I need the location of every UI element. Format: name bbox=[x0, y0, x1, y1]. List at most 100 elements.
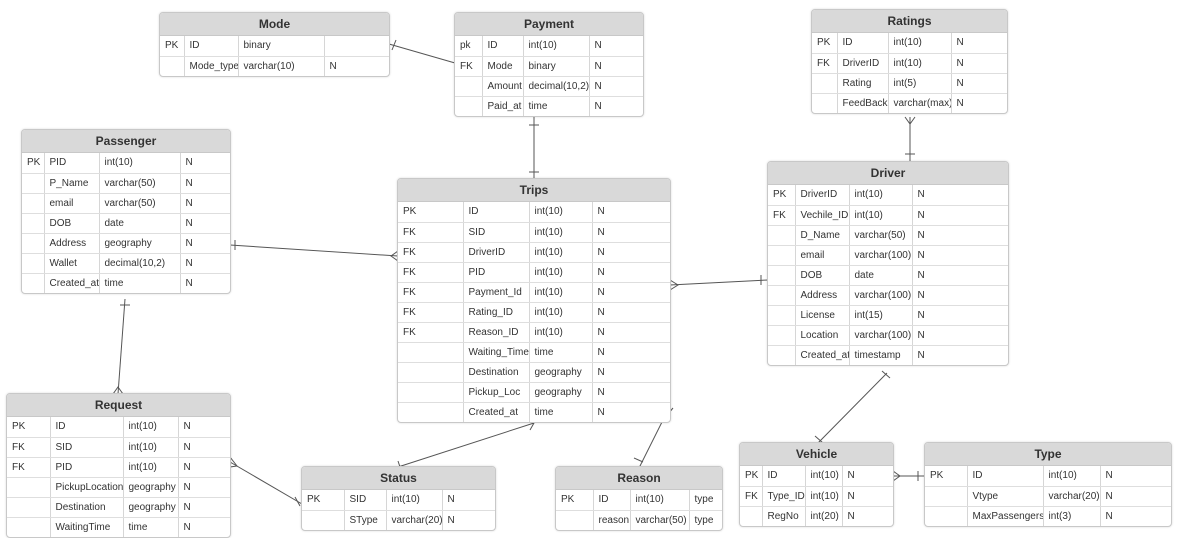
column-name-cell: ID bbox=[762, 466, 806, 487]
data-type-cell: binary bbox=[238, 36, 325, 57]
data-type-cell: geography bbox=[123, 477, 179, 498]
key-cell bbox=[812, 93, 838, 113]
data-type-cell: int(10) bbox=[386, 490, 443, 511]
nullability-cell: N bbox=[185, 277, 193, 289]
nullability-cell: N bbox=[1100, 486, 1171, 507]
key-cell: PK bbox=[556, 490, 594, 511]
column-name-cell: PID bbox=[50, 457, 124, 478]
column-name-cell: P_Name bbox=[44, 173, 100, 194]
column-name-cell: FeedBack bbox=[837, 93, 889, 113]
entity-title: Reason bbox=[556, 467, 722, 490]
key-cell: FK bbox=[7, 437, 51, 458]
data-type-cell: time bbox=[529, 402, 593, 422]
column-name-cell: DOB bbox=[795, 265, 850, 286]
key-cell bbox=[302, 510, 345, 530]
key-cell bbox=[22, 173, 45, 194]
nullability-cell: N bbox=[912, 185, 1008, 206]
key-cell: PK bbox=[768, 185, 796, 206]
key-cell bbox=[556, 510, 594, 530]
column-name-cell: ID bbox=[482, 36, 524, 57]
nullability-cell: N bbox=[592, 322, 670, 343]
link-driver-vehicle bbox=[814, 370, 891, 444]
data-type-cell: decimal(10,2) bbox=[99, 253, 181, 274]
data-type-cell: varchar(max) bbox=[888, 93, 952, 113]
column-name-cell: PID bbox=[44, 153, 100, 174]
data-type-cell: geography bbox=[99, 233, 181, 254]
entity-title: Driver bbox=[768, 162, 1008, 185]
key-cell: PK bbox=[812, 33, 838, 54]
data-type-cell: binary bbox=[523, 56, 590, 77]
key-cell: FK bbox=[740, 486, 763, 507]
column-name-cell: Location bbox=[795, 325, 850, 346]
key-cell: PK bbox=[22, 153, 45, 174]
column-name-cell: Reason_ID bbox=[463, 322, 530, 343]
nullability-cell: N bbox=[183, 521, 191, 533]
nullability-cell: N bbox=[178, 477, 230, 498]
data-type-cell: varchar(100) bbox=[849, 325, 913, 346]
link-trips-driver bbox=[669, 275, 769, 291]
column-name-cell: Rating bbox=[837, 73, 889, 94]
column-name-cell: Rating_ID bbox=[463, 302, 530, 323]
data-type-cell: int(3) bbox=[1043, 506, 1101, 526]
key-cell: PK bbox=[7, 417, 51, 438]
entity-title: Mode bbox=[160, 13, 389, 36]
key-cell: PK bbox=[925, 466, 968, 487]
key-cell bbox=[22, 273, 45, 293]
column-name-cell: email bbox=[44, 193, 100, 214]
key-cell bbox=[7, 517, 51, 537]
nullability-cell: N bbox=[589, 56, 643, 77]
key-cell: FK bbox=[455, 56, 483, 77]
key-cell bbox=[768, 305, 796, 326]
data-type-cell: time bbox=[123, 517, 179, 537]
nullability-cell: N bbox=[592, 282, 670, 303]
nullability-cell: N bbox=[589, 36, 643, 57]
nullability-cell: N bbox=[956, 97, 964, 109]
column-name-cell: WaitingTime bbox=[50, 517, 124, 537]
data-type-cell: timestamp bbox=[849, 345, 913, 365]
nullability-cell: N bbox=[594, 100, 602, 112]
key-cell bbox=[768, 265, 796, 286]
data-type-cell: int(10) bbox=[523, 36, 590, 57]
link-trips-status bbox=[397, 419, 535, 471]
nullability-cell: N bbox=[592, 222, 670, 243]
data-type-cell: geography bbox=[529, 382, 593, 403]
nullability-cell: N bbox=[329, 60, 337, 72]
key-cell bbox=[22, 233, 45, 254]
key-cell: FK bbox=[398, 262, 464, 283]
key-cell: FK bbox=[398, 322, 464, 343]
data-type-cell: varchar(20) bbox=[1043, 486, 1101, 507]
key-cell: FK bbox=[398, 302, 464, 323]
nullability-cell: N bbox=[912, 245, 1008, 266]
column-name-cell: SType bbox=[344, 510, 387, 530]
key-cell bbox=[925, 486, 968, 507]
link-vehicle-type bbox=[892, 470, 925, 482]
